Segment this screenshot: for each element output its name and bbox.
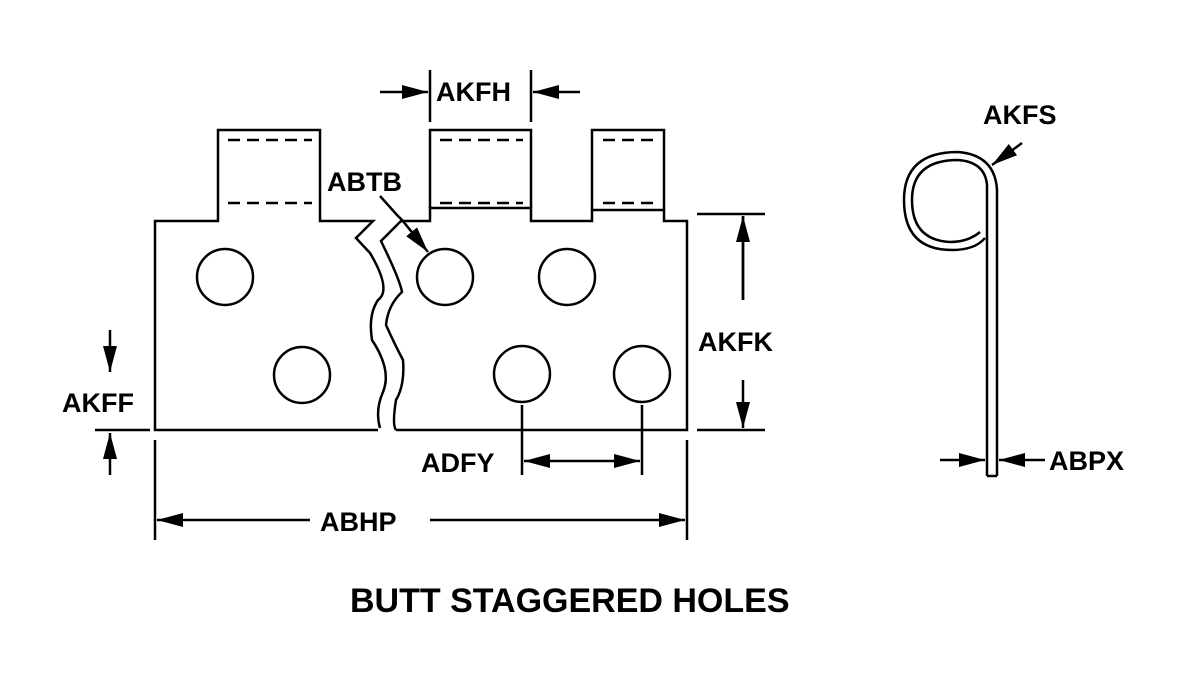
strip-left-section [153, 128, 387, 432]
label-akfs: AKFS [983, 100, 1057, 130]
label-abhp: ABHP [320, 507, 397, 537]
label-akff: AKFF [62, 388, 134, 418]
strip-right-section [379, 206, 689, 432]
label-akfk: AKFK [698, 327, 773, 357]
diagram-title: BUTT STAGGERED HOLES [350, 582, 790, 620]
label-akfh: AKFH [436, 77, 511, 107]
holes [195, 247, 672, 405]
label-abpx: ABPX [1049, 446, 1124, 476]
clip-side-view [902, 150, 999, 478]
label-adfy: ADFY [421, 448, 495, 478]
label-abtb: ABTB [327, 167, 402, 197]
